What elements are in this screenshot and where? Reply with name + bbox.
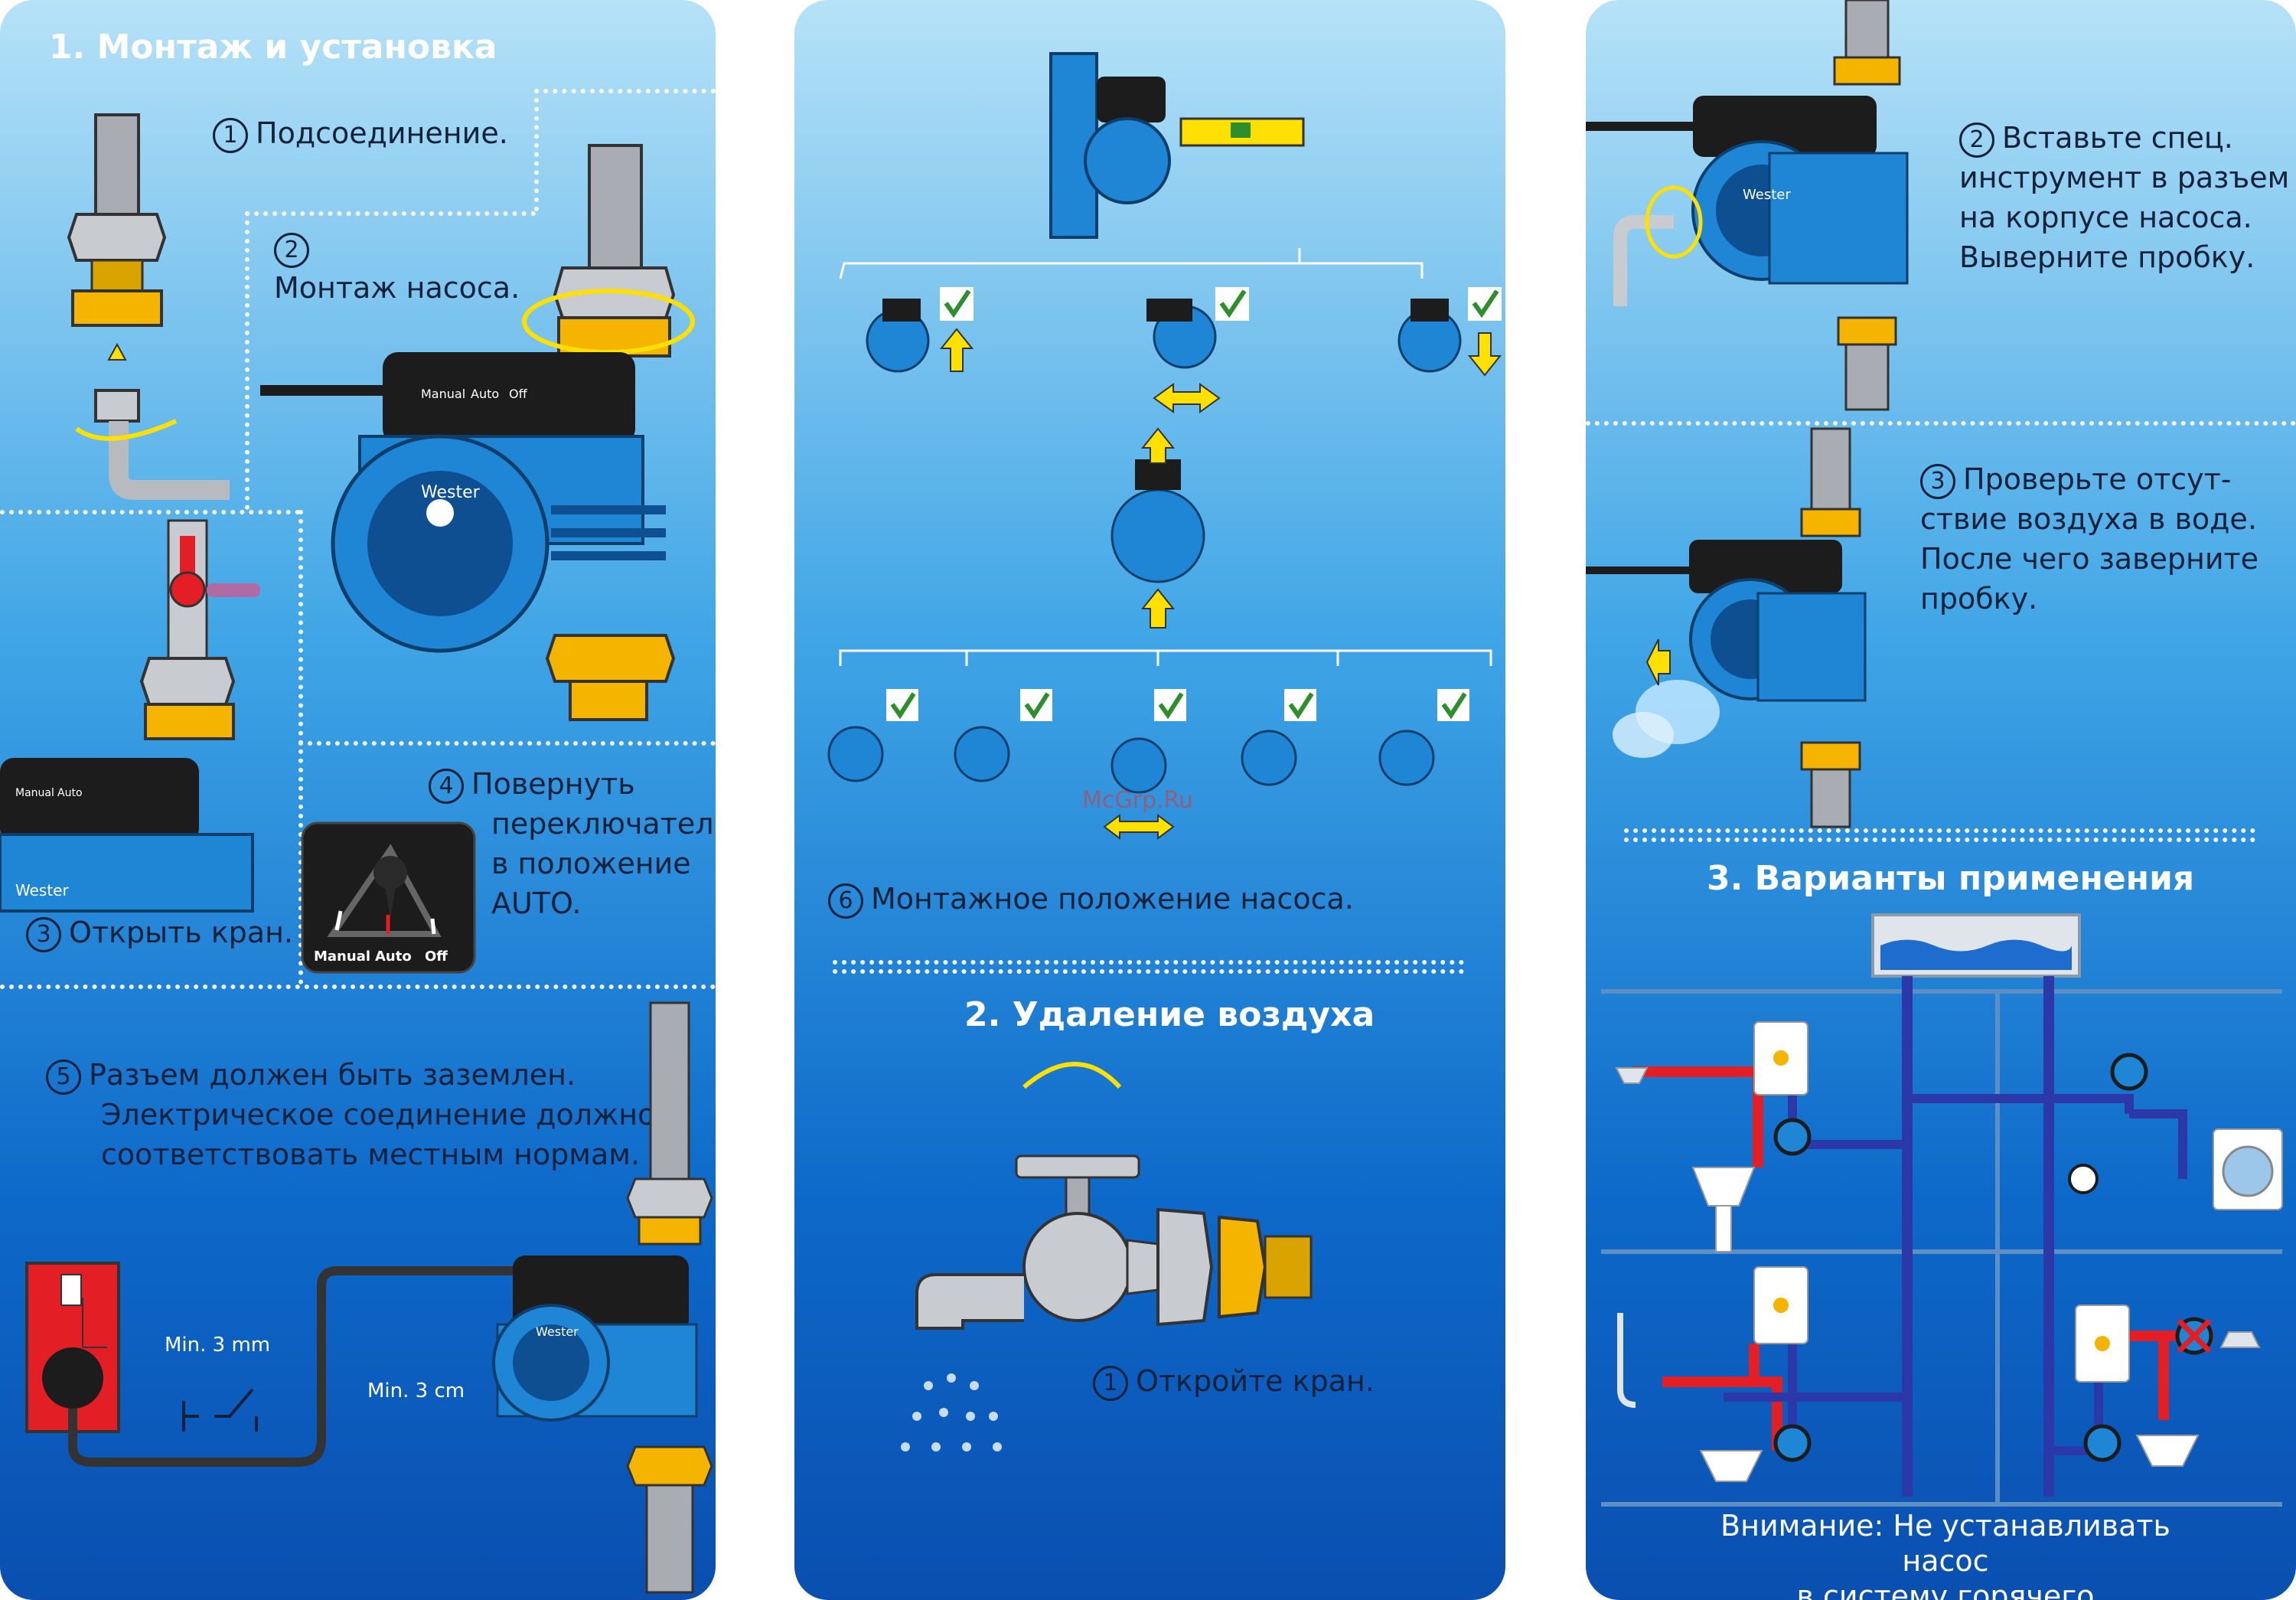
divider [245, 211, 536, 216]
divider [298, 741, 716, 746]
pump-position [1103, 689, 1186, 840]
svg-text:Off: Off [425, 949, 448, 965]
divider [0, 984, 716, 989]
divider [1624, 838, 2255, 842]
warning-note: Внимание: Не устанавливать насос в систе… [1720, 1509, 2170, 1600]
divider [534, 89, 716, 93]
step-number-badge: 1 [213, 117, 248, 153]
divider [833, 969, 1464, 974]
mode-switch-illustration: Manual Auto Off [301, 821, 476, 974]
svg-text:Wester: Wester [1743, 187, 1791, 203]
step-label: Подсоединение. [256, 116, 508, 150]
pump-position [1146, 287, 1249, 413]
divider [298, 510, 303, 984]
step-label: Открыть кран. [69, 916, 294, 949]
step-number-badge: 6 [828, 883, 863, 919]
pump-position [1378, 689, 1469, 786]
pump-position [1397, 287, 1502, 377]
step-number-badge: 3 [1920, 463, 1955, 499]
svg-text:Manual: Manual [15, 787, 54, 799]
divider [245, 211, 249, 510]
pump-position [866, 287, 974, 373]
section-title-air-removal: 2. Удаление воздуха [964, 995, 1375, 1034]
min-gap-label: Min. 3 mm [165, 1334, 270, 1357]
watermark: McGrp.Ru [1082, 787, 1194, 814]
brand-logo: Wester [421, 483, 481, 502]
application-scheme-illustration [1601, 913, 2283, 1507]
section-title-installation: 1. Монтаж и установка [49, 28, 497, 67]
step-number-badge: 4 [429, 768, 464, 804]
step-number-badge: 1 [1093, 1365, 1128, 1401]
step-label: Монтаж насоса. [274, 271, 520, 305]
svg-text:Auto: Auto [375, 949, 412, 965]
divider [833, 960, 1464, 965]
plug-removal-illustration: Wester [1586, 0, 1909, 411]
mounting-positions-illustration [827, 248, 1502, 840]
faucet-illustration [901, 1062, 1313, 1451]
svg-text:Auto: Auto [57, 787, 83, 799]
air-check-illustration [1586, 427, 1867, 828]
divider [0, 510, 300, 514]
svg-text:Manual: Manual [421, 387, 465, 401]
min-distance-label: Min. 3 cm [367, 1380, 465, 1402]
divider [534, 89, 539, 211]
step-number-badge: 5 [46, 1059, 81, 1095]
divider [1586, 421, 2296, 426]
pipe-connection-illustration [67, 113, 230, 500]
svg-text:Auto: Auto [471, 387, 499, 401]
svg-text:Wester: Wester [15, 881, 69, 900]
divider [1624, 828, 2255, 833]
step-pump-mount: 2 Монтаж насоса. [274, 228, 520, 308]
section-title-applications: 3. Варианты применения [1707, 859, 2195, 898]
pump-level-illustration [1049, 52, 1305, 239]
step-number-badge: 3 [26, 916, 61, 952]
step-number-badge: 2 [274, 232, 309, 268]
socket-grounding-illustration: Wester Min. 3 mm Min. 3 cm [25, 1001, 713, 1594]
step-label: Монтажное положение насоса. [871, 882, 1354, 916]
pump-position [1110, 427, 1205, 629]
svg-text:Wester: Wester [536, 1324, 579, 1339]
valve-illustration: Manual Auto Wester [0, 519, 260, 913]
pump-position [1241, 689, 1316, 786]
pump-illustration: Wester Manual Auto Off [260, 144, 695, 721]
step-label: Откройте кран. [1136, 1364, 1375, 1398]
pump-position [954, 689, 1052, 782]
svg-text:Off: Off [509, 387, 528, 401]
step-number-badge: 2 [1959, 122, 1994, 158]
pump-position [827, 689, 918, 782]
svg-text:Manual: Manual [314, 949, 370, 965]
